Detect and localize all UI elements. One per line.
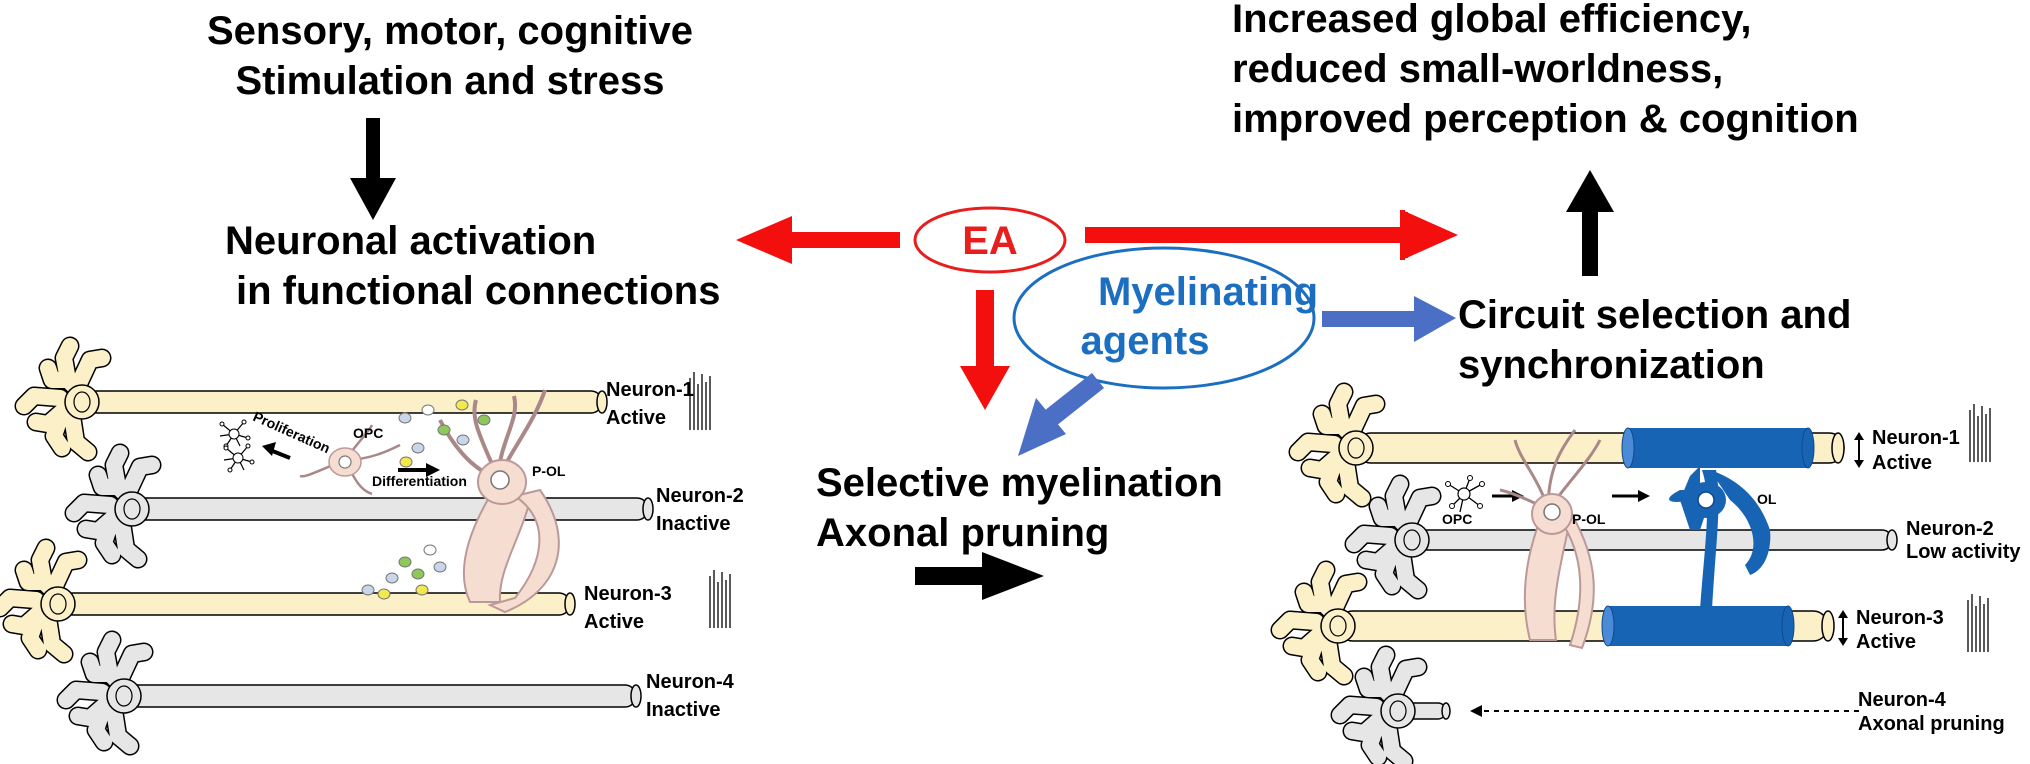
myelinating-label-line1: Myelinating bbox=[1098, 270, 1318, 314]
arrow-selective-to-right bbox=[915, 552, 1044, 600]
right-neuron-3-state: Active bbox=[1856, 631, 1916, 653]
right-neuron-3-spikes bbox=[1967, 593, 1989, 653]
right-neuron-3: Neuron-3 Active bbox=[1280, 570, 1989, 676]
left-neuron-4-name: Neuron-4 bbox=[646, 671, 735, 693]
circuit-label-line2: synchronization bbox=[1458, 343, 1765, 387]
right-neuron-4-name: Neuron-4 bbox=[1858, 689, 1947, 711]
outcome-label-line2: reduced small-worldness, bbox=[1232, 47, 1723, 91]
right-pol-cell: P-OL bbox=[1499, 429, 1606, 650]
left-neuron-3: Neuron-3 Active bbox=[0, 548, 731, 654]
left-neuron-1-state: Active bbox=[606, 407, 666, 429]
selective-label-line2: Axonal pruning bbox=[816, 511, 1109, 555]
right-ol-cell: OL bbox=[1669, 453, 1777, 610]
arrow-ea-to-activation bbox=[736, 216, 900, 264]
left-neuron-2-state: Inactive bbox=[656, 513, 730, 535]
left-pol-label: P-OL bbox=[532, 463, 566, 479]
left-neuron-1-name: Neuron-1 bbox=[606, 379, 694, 401]
selective-label-line1: Selective myelination bbox=[816, 461, 1223, 505]
arrow-circuit-to-outcome bbox=[1566, 170, 1614, 276]
circuit-label-line1: Circuit selection and bbox=[1458, 293, 1851, 337]
right-neuron-1-name: Neuron-1 bbox=[1872, 427, 1960, 449]
outcome-label-line3: improved perception & cognition bbox=[1232, 97, 1859, 141]
stimulation-label-line2: Stimulation and stress bbox=[236, 59, 665, 103]
right-neuron-2-name: Neuron-2 bbox=[1906, 518, 1994, 540]
left-opc-cell: OPC bbox=[299, 424, 401, 496]
right-neuron-1: Neuron-1 Active bbox=[1298, 392, 1991, 498]
left-neuron-2-name: Neuron-2 bbox=[656, 485, 744, 507]
arrow-ea-to-selective bbox=[960, 290, 1010, 410]
right-pol-to-ol-arrow bbox=[1612, 490, 1650, 502]
stimulation-down-arrow bbox=[350, 118, 396, 220]
left-differentiation-arrow bbox=[398, 463, 440, 477]
right-neuron-3-name: Neuron-3 bbox=[1856, 607, 1944, 629]
myelinating-agents-oval: Myelinating agents bbox=[1012, 246, 1318, 390]
left-proliferating-cell-1 bbox=[219, 419, 251, 449]
right-pol-label: P-OL bbox=[1572, 511, 1606, 527]
right-neuron-3-myelin bbox=[1601, 605, 1795, 647]
left-neuron-3-spikes bbox=[709, 569, 731, 629]
left-signal-dots bbox=[361, 399, 491, 600]
left-neuron-1: Neuron-1 Active bbox=[24, 346, 711, 452]
left-neuron-3-name: Neuron-3 bbox=[584, 583, 672, 605]
left-differentiation-label: Differentiation bbox=[372, 473, 467, 489]
left-proliferating-cell-2 bbox=[223, 443, 255, 473]
activation-label-line1: Neuronal activation bbox=[225, 219, 596, 263]
left-pol-cell: P-OL bbox=[438, 389, 566, 614]
left-proliferation-arrow bbox=[262, 442, 291, 460]
outcome-label-line1: Increased global efficiency, bbox=[1232, 0, 1751, 41]
left-neuron-4: Neuron-4 Inactive bbox=[66, 640, 735, 746]
right-opc-label: OPC bbox=[1442, 511, 1472, 527]
right-opc-cell: OPC bbox=[1442, 475, 1485, 527]
right-neuron-4: Neuron-4 Axonal pruning bbox=[1340, 655, 2005, 761]
left-proliferation-label: Proliferation bbox=[251, 408, 333, 456]
right-neuron-2-state: Low activity bbox=[1906, 541, 2021, 563]
left-opc-label: OPC bbox=[353, 425, 383, 441]
right-neuron-4-state: Axonal pruning bbox=[1858, 713, 2005, 735]
activation-label-line2: in functional connections bbox=[236, 269, 720, 313]
myelinating-label-line2: agents bbox=[1081, 319, 1210, 363]
ea-oval: EA bbox=[913, 206, 1067, 274]
right-pruning-dotted-arrow bbox=[1470, 705, 1860, 717]
right-neuron-1-myelin bbox=[1621, 427, 1815, 469]
arrow-myelinating-to-circuit bbox=[1322, 296, 1456, 342]
right-neuron-3-updown-icon bbox=[1838, 610, 1848, 646]
arrow-myelinating-to-selective bbox=[1018, 373, 1104, 456]
right-ol-label: OL bbox=[1757, 491, 1777, 507]
right-neuron-1-spikes bbox=[1969, 403, 1991, 463]
arrow-ea-to-circuit bbox=[1085, 210, 1458, 260]
right-panel: Neuron-1 Active Neuron-2 Low activity bbox=[1280, 392, 2021, 761]
right-neuron-1-updown-icon bbox=[1854, 432, 1864, 468]
ea-label: EA bbox=[962, 219, 1018, 263]
right-neuron-1-state: Active bbox=[1872, 452, 1932, 474]
left-neuron-4-state: Inactive bbox=[646, 699, 720, 721]
stimulation-label-line1: Sensory, motor, cognitive bbox=[207, 9, 693, 53]
left-neuron-3-state: Active bbox=[584, 611, 644, 633]
left-panel: Neuron-1 Active Neuron-2 Inactive Neuron… bbox=[0, 346, 744, 746]
